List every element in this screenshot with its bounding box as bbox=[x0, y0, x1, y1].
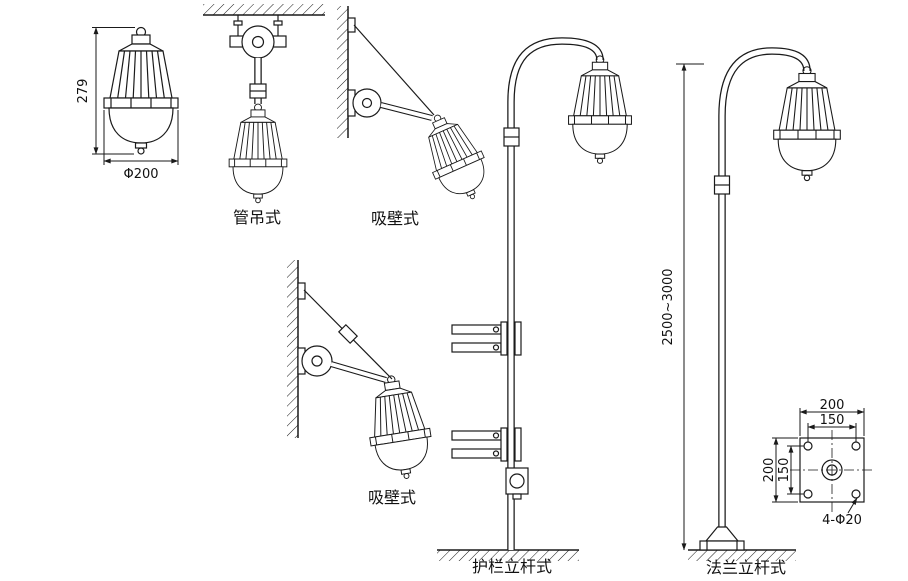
lamp-instance-guardrail bbox=[568, 55, 632, 164]
clamp-bolt bbox=[492, 344, 500, 351]
dim-top-inner-label: 150 bbox=[820, 413, 845, 428]
junction-box-cover bbox=[251, 35, 265, 49]
lamp-instance-wall-bottom bbox=[360, 370, 438, 484]
cable-gland bbox=[512, 493, 522, 500]
ground-hatch bbox=[688, 550, 796, 561]
rail-clamp-plate bbox=[500, 321, 508, 356]
figure-wall-mount-bottom: 吸壁式 bbox=[287, 260, 438, 507]
brace-turnbuckle bbox=[337, 323, 359, 345]
figure-guardrail-pole: 护栏立杆式 bbox=[437, 37, 632, 576]
figure-pipe-pendant-mount: 管吊式 bbox=[203, 4, 325, 227]
junction-box bbox=[301, 345, 333, 377]
terminal-box-cover bbox=[509, 473, 525, 489]
junction-box-cover bbox=[311, 355, 323, 367]
dim-diameter-label: Φ200 bbox=[123, 167, 158, 182]
lamp-instance-pendant bbox=[228, 103, 288, 204]
dim-pole-height-label: 2500~3000 bbox=[661, 268, 676, 345]
dim-left-outer-label: 200 bbox=[762, 458, 777, 483]
figure-wall-mount-top: 吸壁式 bbox=[337, 6, 499, 228]
wall-hatch bbox=[287, 260, 298, 438]
caption-wall-mount-bottom: 吸壁式 bbox=[368, 488, 416, 507]
clamp-bolt bbox=[492, 326, 500, 333]
pole-pipe-inner bbox=[508, 38, 603, 550]
junction-box-cover bbox=[361, 97, 373, 109]
ground-hatch bbox=[437, 550, 579, 561]
caption-flange-pole: 法兰立杆式 bbox=[706, 558, 786, 577]
bolt-nut bbox=[233, 20, 243, 26]
clamp-bolt bbox=[492, 432, 500, 439]
flange-anchor-bolts bbox=[706, 541, 738, 550]
brace-wall-plate bbox=[347, 17, 356, 33]
bolt-hole bbox=[803, 489, 813, 499]
terminal-box bbox=[505, 467, 529, 495]
caption-guardrail-pole: 护栏立杆式 bbox=[472, 557, 552, 576]
support-brace-rod bbox=[353, 24, 435, 116]
pole-bore-circle bbox=[826, 464, 838, 476]
brace-wall-plate bbox=[297, 282, 306, 300]
pole-socket-circle bbox=[821, 459, 843, 481]
rail-clamp-plate bbox=[500, 427, 508, 462]
bolt-hole bbox=[803, 441, 813, 451]
lamp-instance-flange-pole bbox=[773, 66, 841, 182]
clamp-bolt bbox=[492, 450, 500, 457]
bolt-nut bbox=[273, 20, 283, 26]
arm-pipe-inner bbox=[330, 362, 387, 382]
rail-clamp-plate bbox=[514, 321, 522, 356]
dim-left-inner-label: 150 bbox=[777, 458, 792, 483]
flange-plate-outline bbox=[799, 437, 865, 503]
lamp-instance-front bbox=[103, 26, 179, 155]
figure-flange-detail: 200 150 200 150 4-Φ20 bbox=[762, 398, 874, 528]
dim-height-label: 279 bbox=[76, 79, 91, 104]
flange-gusset bbox=[704, 526, 740, 542]
bolt-holes-label: 4-Φ20 bbox=[822, 513, 862, 528]
flange-base-plate bbox=[699, 540, 745, 551]
junction-box bbox=[241, 25, 275, 59]
arm-pipe-inner bbox=[380, 103, 433, 120]
dim-top-outer-label: 200 bbox=[820, 398, 845, 413]
wall-hatch bbox=[337, 6, 348, 138]
junction-box bbox=[352, 88, 382, 118]
figure-flange-pole: 2500~3000 法兰立杆式 bbox=[661, 47, 841, 577]
bolt-hole bbox=[851, 441, 861, 451]
bolt-hole bbox=[851, 489, 861, 499]
caption-pipe-mount: 管吊式 bbox=[233, 208, 281, 227]
lamp-instance-wall-top bbox=[411, 104, 499, 210]
pole-pipe-inner bbox=[719, 48, 810, 528]
figure-lamp-front-view: 279 Φ200 bbox=[76, 26, 179, 182]
rail-clamp-plate bbox=[514, 427, 522, 462]
caption-wall-mount-top: 吸壁式 bbox=[371, 209, 419, 228]
ceiling-hatch bbox=[203, 4, 325, 15]
leader-line-bolt-holes bbox=[847, 497, 858, 514]
